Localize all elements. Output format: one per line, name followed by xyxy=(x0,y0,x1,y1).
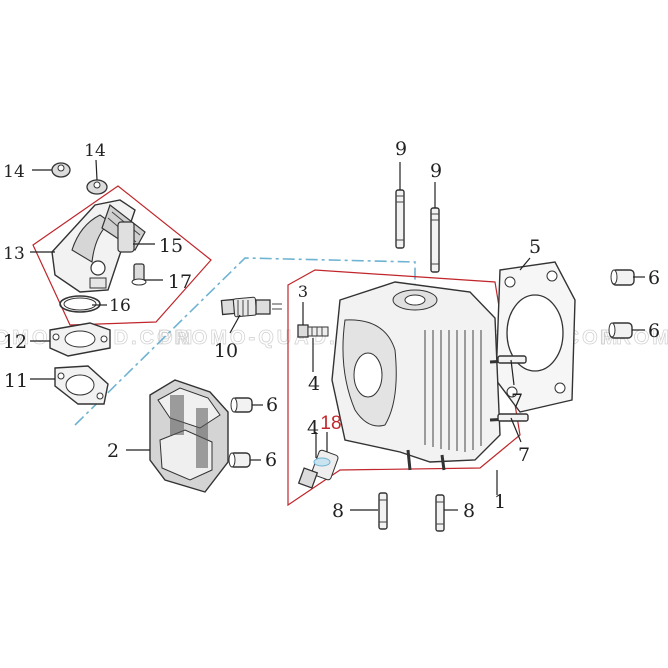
stud-9a-icon xyxy=(395,189,405,249)
callout-8-a: 8 xyxy=(332,500,344,522)
callout-18: 18 xyxy=(320,413,341,434)
callout-9-b: 9 xyxy=(430,160,442,182)
callout-6-d: 6 xyxy=(648,320,660,342)
assembly-dash-line xyxy=(74,257,416,426)
stud-9b-icon xyxy=(430,207,440,273)
leader-lines xyxy=(30,159,645,511)
nut-14-on-manifold-icon xyxy=(86,179,108,195)
callout-2: 2 xyxy=(107,440,119,462)
cam-holder-2-icon xyxy=(149,379,229,493)
dowel-pin-6a-icon xyxy=(230,397,253,413)
stud-7b-icon xyxy=(497,413,529,422)
stud-7a-icon xyxy=(497,355,527,364)
callout-12: 12 xyxy=(3,331,27,353)
bolt-17-icon xyxy=(131,263,147,286)
callout-6-c: 6 xyxy=(648,267,660,289)
callout-4-lower: 4 xyxy=(307,417,319,439)
intake-group-outline xyxy=(32,185,212,326)
dowel-pin-6c-icon xyxy=(610,269,635,286)
cylinder-head-group-outline xyxy=(287,269,521,507)
callout-1: 1 xyxy=(494,491,506,513)
callout-11: 11 xyxy=(4,370,28,392)
callout-9-a: 9 xyxy=(395,138,407,160)
gasket-12-icon xyxy=(49,322,111,357)
callout-8-b: 8 xyxy=(463,500,475,522)
cylinder-head-1-icon xyxy=(331,281,529,471)
callout-6-a: 6 xyxy=(266,394,278,416)
callout-17: 17 xyxy=(168,271,192,293)
callout-15: 15 xyxy=(159,235,183,257)
clamp-15-icon xyxy=(117,221,135,253)
nut-14-icon xyxy=(51,162,71,178)
dowel-pin-6b-icon xyxy=(228,452,251,468)
gasket-11-icon xyxy=(54,365,109,405)
dowel-pin-6d-icon xyxy=(608,322,633,339)
callout-14-a: 14 xyxy=(3,162,25,182)
callout-7-a: 7 xyxy=(511,390,523,412)
callout-13: 13 xyxy=(3,244,25,264)
callout-3: 3 xyxy=(298,282,308,301)
stud-8b-icon xyxy=(435,494,445,532)
svg-text:PROMO-QUAD.COM: PROMO-QUAD.COM xyxy=(158,327,393,349)
callout-6-b: 6 xyxy=(265,449,277,471)
sensor-18-icon xyxy=(297,449,339,489)
bolt-3-icon xyxy=(297,324,329,338)
head-gasket-5-icon xyxy=(495,261,576,413)
o-ring-16-icon xyxy=(59,295,101,313)
callout-14-b: 14 xyxy=(84,141,106,161)
callout-labels: 1 2 3 4 4 5 6 6 6 6 7 7 8 8 9 9 10 11 12… xyxy=(3,138,660,522)
callout-5: 5 xyxy=(529,236,541,258)
callout-4-upper: 4 xyxy=(308,373,320,395)
cooling-fins xyxy=(424,330,482,452)
callout-16: 16 xyxy=(109,296,131,316)
stud-8a-icon xyxy=(378,492,388,530)
callout-10: 10 xyxy=(214,340,238,362)
spark-plug-10-icon xyxy=(220,296,282,318)
callout-7-b: 7 xyxy=(518,444,530,466)
